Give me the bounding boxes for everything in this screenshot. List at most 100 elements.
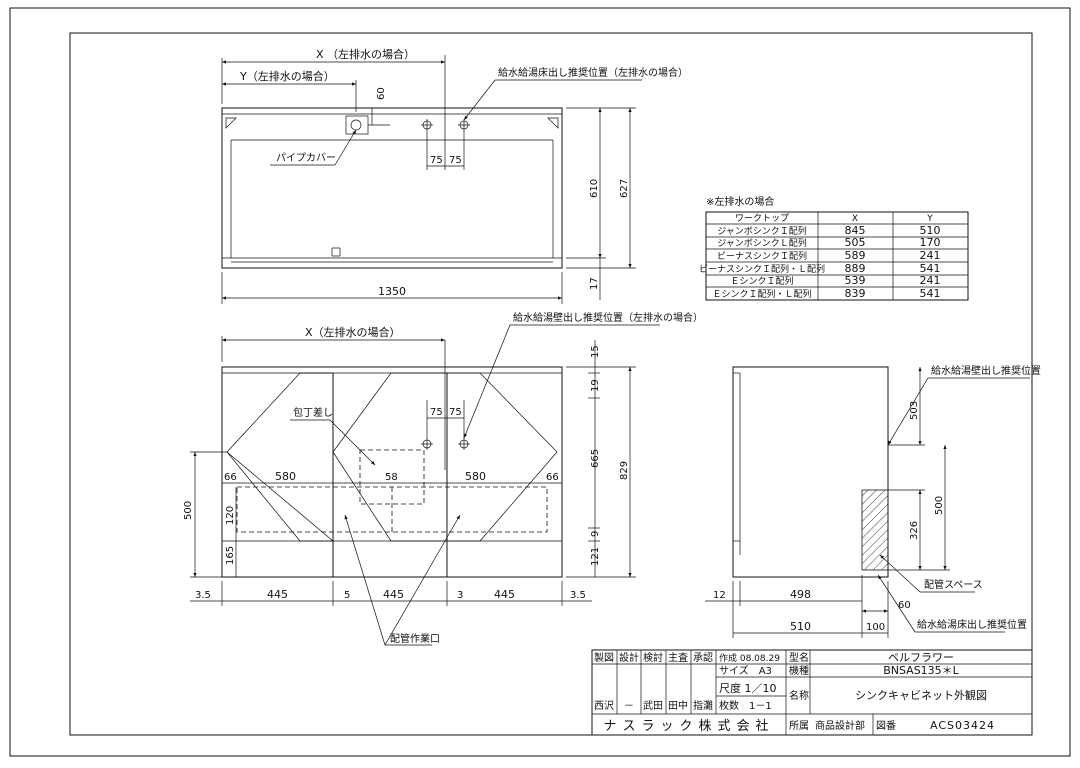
table-cell: ＥシンクＩ配列 <box>730 275 793 287</box>
name-label: 名称 <box>789 689 809 702</box>
top-dim-x-label: X （左排水の場合） <box>316 47 415 61</box>
table-cell: 589 <box>845 249 866 262</box>
side-dim-326: 326 <box>909 521 920 540</box>
name-designer: － <box>624 701 634 712</box>
work-opening-outline <box>236 486 548 533</box>
title-block: 製図 設計 検討 主査 承認 西沢 － 武田 田中 指灘 作成 08.08.29… <box>591 649 1033 736</box>
front-dim-500: 500 <box>183 501 194 520</box>
front-dim-445c: 445 <box>494 588 515 601</box>
table-cell: 170 <box>920 236 941 249</box>
front-dim-58: 58 <box>385 472 398 483</box>
front-wall-note: 給水給湯壁出し推奨位置（左排水の場合） <box>513 311 703 324</box>
side-view: 503 326 500 給水給湯壁出し推奨位置 配管スペース 給水給湯床出し推奨… <box>705 364 1041 638</box>
side-view-outline <box>732 366 889 578</box>
front-dim-165: 165 <box>225 546 236 565</box>
drawing-no-value: ACS03424 <box>930 719 995 732</box>
table-cell: 539 <box>845 274 866 287</box>
side-wall-note: 給水給湯壁出し推奨位置 <box>931 364 1041 377</box>
front-dim-121: 121 <box>590 547 601 566</box>
drawing-scale: 尺度 1／10 <box>719 681 777 695</box>
model-type-value: ベルフラワー <box>888 651 954 664</box>
front-dim-5: 5 <box>344 590 350 601</box>
front-dim-3-5b: 3.5 <box>570 590 586 601</box>
top-view: X （左排水の場合） Y（左排水の場合） 60 75 75 給水給湯床出し推奨位… <box>221 47 688 304</box>
name-approver: 指灘 <box>693 699 713 712</box>
front-dim-445b: 445 <box>383 588 404 601</box>
role-drafter: 製図 <box>594 651 614 664</box>
role-checker: 検討 <box>643 651 663 664</box>
front-dim-x-label: X（左排水の場合） <box>305 325 401 339</box>
side-dim-12: 12 <box>713 590 726 601</box>
side-floor-note: 給水給湯床出し推奨位置 <box>917 618 1027 631</box>
front-dim-3: 3 <box>457 590 463 601</box>
top-dim-1350: 1350 <box>378 285 406 298</box>
table-cell: 241 <box>920 249 941 262</box>
front-dim-665: 665 <box>590 449 601 468</box>
table-cell: ＥシンクＩ配列・Ｌ配列 <box>712 288 811 300</box>
front-dim-445a: 445 <box>267 588 288 601</box>
front-view-outline <box>221 366 563 578</box>
paper-size: サイズ A3 <box>719 664 772 677</box>
top-floor-note: 給水給湯床出し推奨位置（左排水の場合） <box>498 66 688 79</box>
table-cell: 510 <box>920 224 941 237</box>
front-dim-75a: 75 <box>430 407 443 418</box>
front-dim-9: 9 <box>590 531 601 537</box>
front-dim-66b: 66 <box>546 472 559 483</box>
side-dim-498: 498 <box>790 588 811 601</box>
top-dim-17: 17 <box>589 277 600 290</box>
name-drafter: 西沢 <box>594 699 614 712</box>
role-lead: 主査 <box>668 651 688 664</box>
table-cell: 541 <box>920 262 941 275</box>
role-designer: 設計 <box>619 651 639 664</box>
knife-holder-outline <box>359 449 425 505</box>
role-approver: 承認 <box>693 651 713 664</box>
top-dim-60: 60 <box>376 87 387 100</box>
work-opening-label: 配管作業口 <box>390 632 440 645</box>
table-cell: ジャンボシンクＬ配列 <box>717 237 807 249</box>
table-cell: 541 <box>920 287 941 300</box>
front-dim-580a: 580 <box>275 470 296 483</box>
drawing-no-label: 図番 <box>876 720 896 732</box>
front-dim-66a: 66 <box>224 472 237 483</box>
company-name: ナスラック株式会社 <box>603 718 774 734</box>
top-dim-627: 627 <box>619 179 630 198</box>
name-lead: 田中 <box>668 699 688 712</box>
name-checker: 武田 <box>643 699 663 712</box>
knife-holder-label: 包丁差し <box>293 406 333 419</box>
front-dim-120: 120 <box>225 506 236 525</box>
front-dim-15: 15 <box>590 345 601 358</box>
front-dim-75b: 75 <box>449 407 462 418</box>
pipe-cover <box>345 115 369 135</box>
table-cell: 845 <box>845 224 866 237</box>
front-dim-829: 829 <box>619 461 630 480</box>
creation-date: 作成 08.08.29 <box>719 652 780 664</box>
top-view-outline <box>221 107 563 269</box>
side-dim-60: 60 <box>898 600 911 611</box>
table-cell: ビーナスシンクＩ配列・Ｌ配列 <box>699 263 825 275</box>
table-cell: 889 <box>845 262 866 275</box>
front-dim-3-5a: 3.5 <box>195 590 211 601</box>
drain-table-title: ※左排水の場合 <box>706 195 774 208</box>
model-label: 機種 <box>789 664 809 677</box>
front-dim-580b: 580 <box>465 470 486 483</box>
side-dim-503: 503 <box>909 401 920 420</box>
table-cell: ジャンボシンクＩ配列 <box>717 225 807 237</box>
side-dim-510: 510 <box>790 620 811 633</box>
drain-table: ※左排水の場合 ワークトップ X Y ジャンボシンクＩ配列 845 510 ジャ… <box>699 195 969 301</box>
dept-value: 商品設計部 <box>815 719 865 732</box>
drawing-name: シンクキャビネット外観図 <box>855 688 987 702</box>
top-dim-75b: 75 <box>449 155 462 166</box>
sheet-count: 枚数 1－1 <box>719 699 772 712</box>
table-cell: 505 <box>845 236 866 249</box>
front-dim-19: 19 <box>590 379 601 392</box>
table-cell: 839 <box>845 287 866 300</box>
piping-space-label: 配管スペース <box>924 578 983 591</box>
table-cell: ビーナスシンクＩ配列 <box>717 250 807 262</box>
inner-border <box>69 32 1033 736</box>
top-dim-75a: 75 <box>430 155 443 166</box>
side-dim-500: 500 <box>934 496 945 515</box>
front-view: X（左排水の場合） 給水給湯壁出し推奨位置（左排水の場合） 75 75 包丁差し… <box>183 311 703 646</box>
top-dim-y-label: Y（左排水の場合） <box>239 69 335 83</box>
